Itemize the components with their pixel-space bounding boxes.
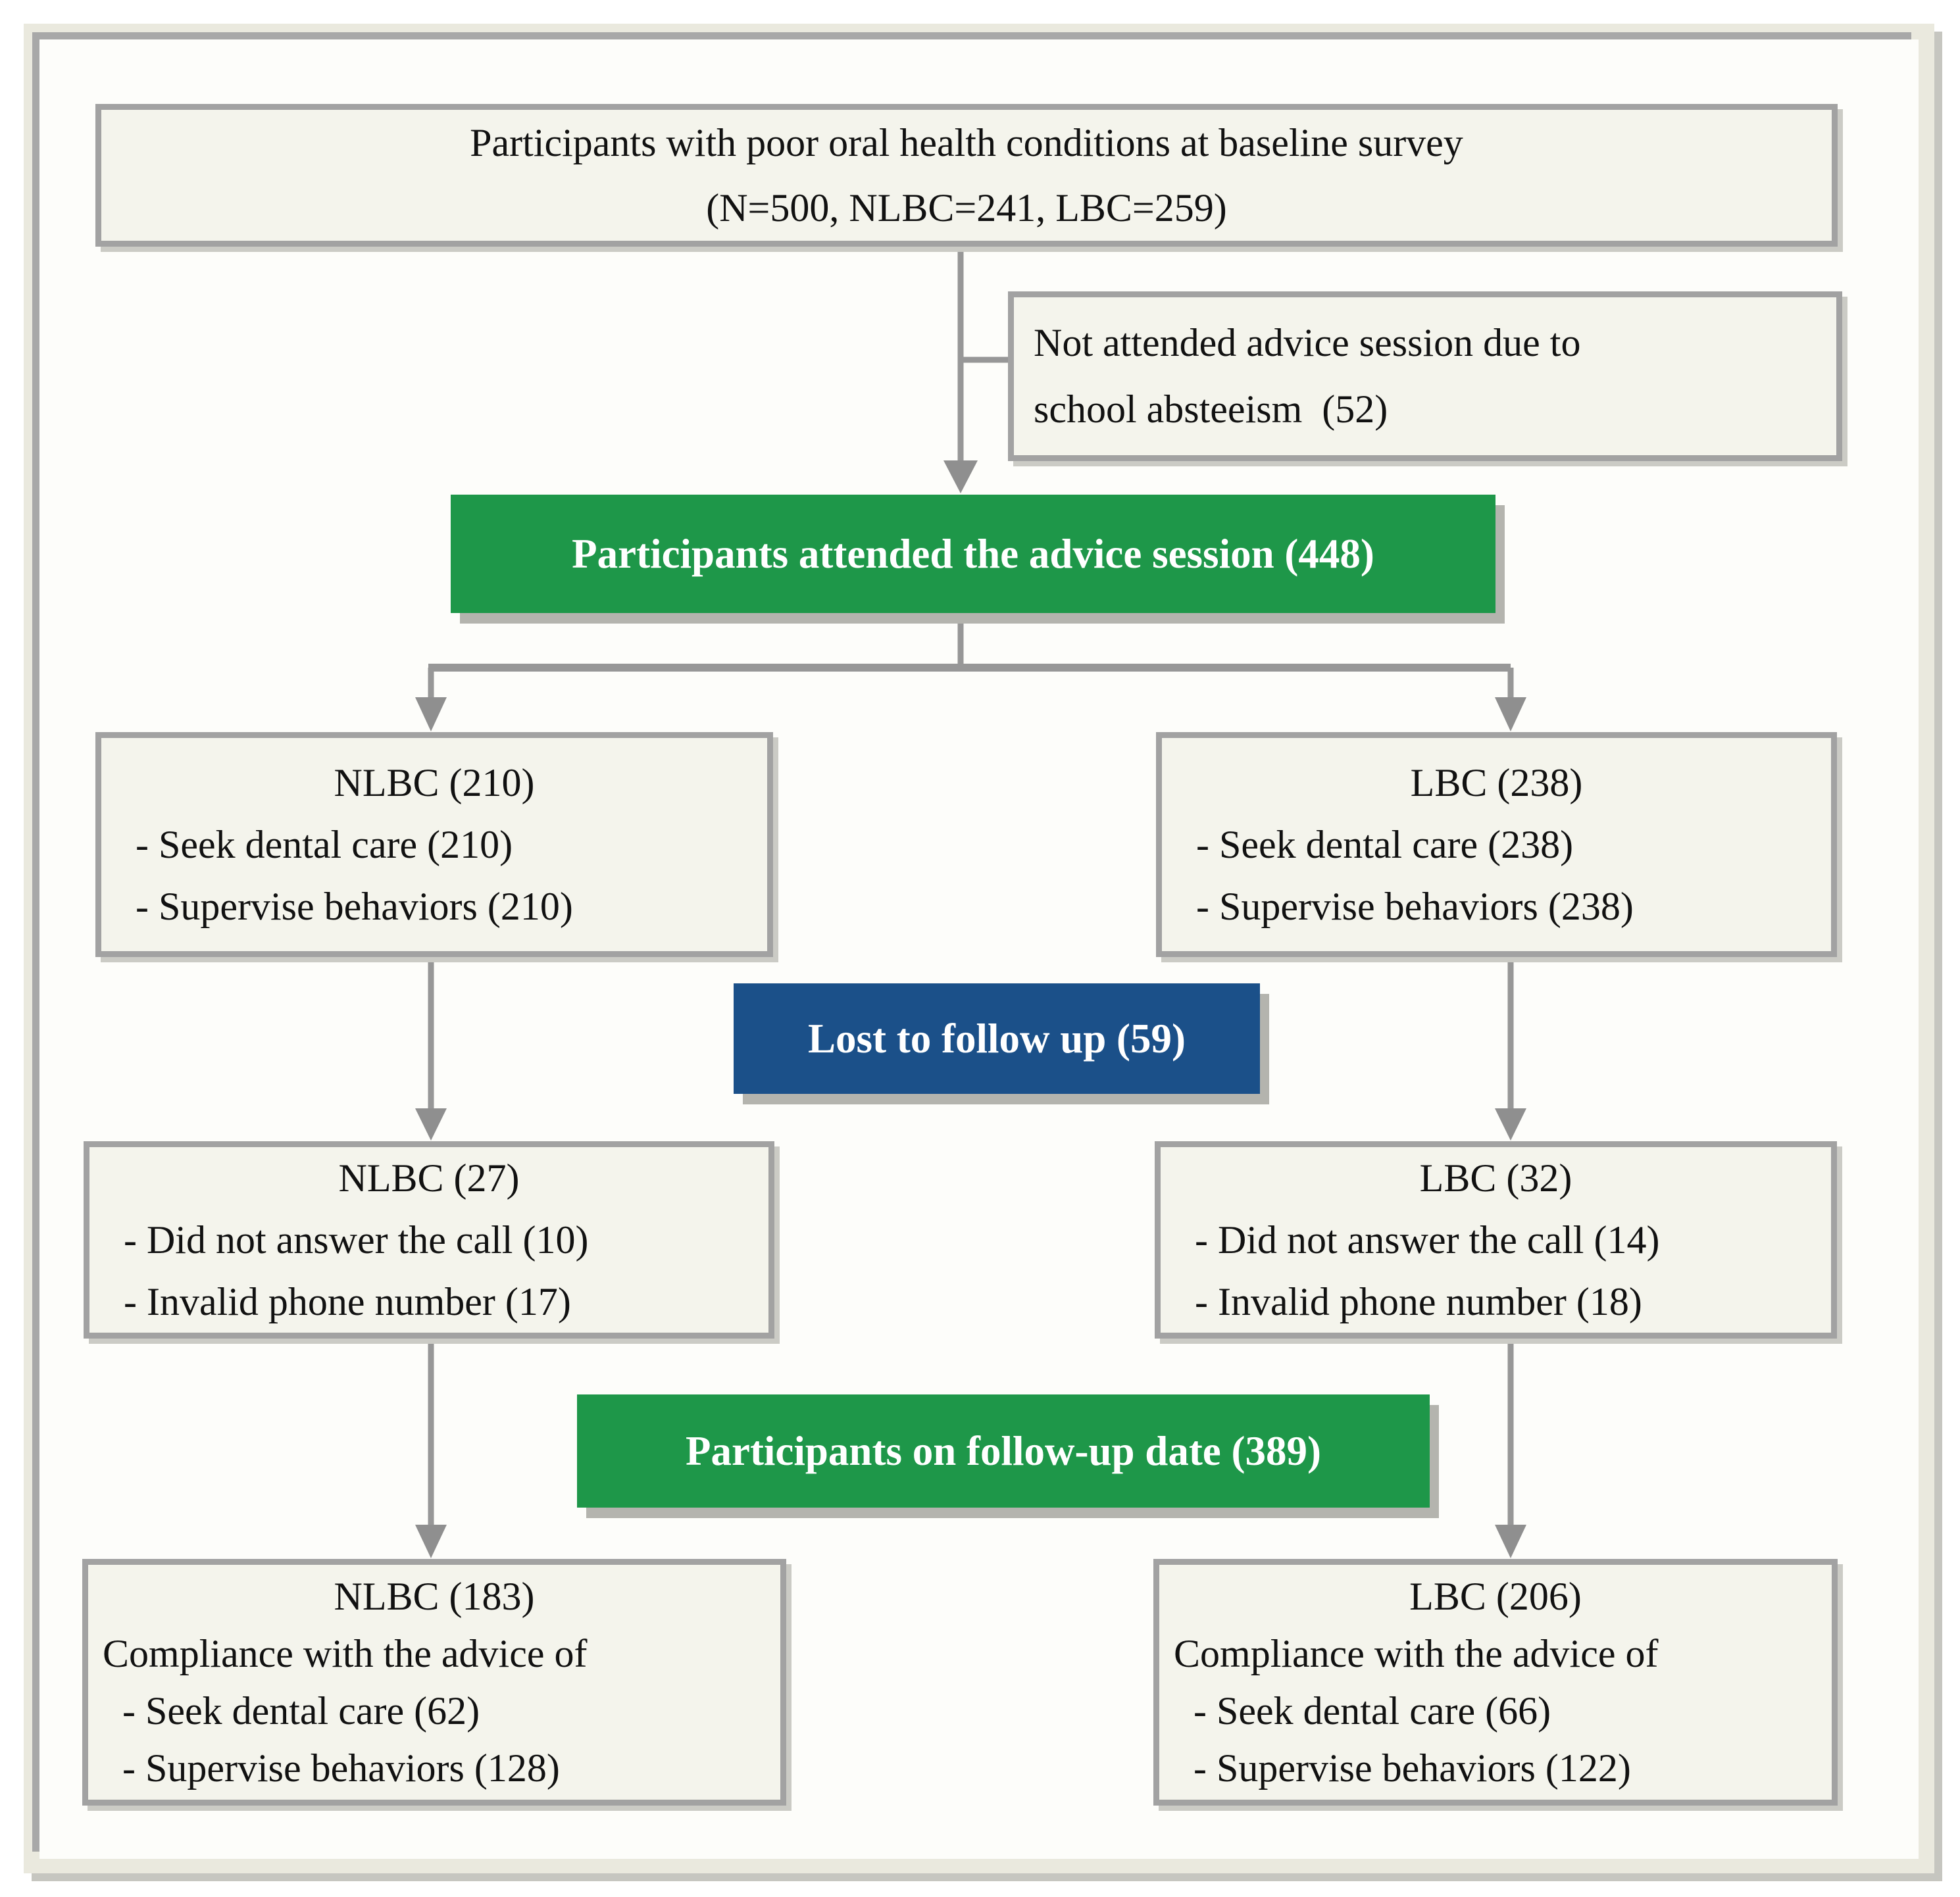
follow-up-date-label: Participants on follow-up date (389) xyxy=(686,1427,1321,1474)
lbc-attended-item: - Supervise behaviors (238) xyxy=(1196,885,1634,928)
lbc-lost-title: LBC (32) xyxy=(1419,1156,1572,1200)
arrowhead xyxy=(1495,1525,1526,1558)
box-nlbc-follow-up: NLBC (183) Compliance with the advice of… xyxy=(82,1559,786,1806)
lbc-follow-up-subtitle: Compliance with the advice of xyxy=(1174,1631,1659,1675)
nlbc-attended-title: NLBC (210) xyxy=(334,761,535,804)
box-not-attended: Not attended advice session due to schoo… xyxy=(1008,291,1842,461)
nlbc-lost-title: NLBC (27) xyxy=(338,1156,520,1200)
arrowhead xyxy=(415,1108,447,1141)
nlbc-attended-item: - Supervise behaviors (210) xyxy=(136,885,573,928)
box-lbc-attended: LBC (238) - Seek dental care (238) - Sup… xyxy=(1156,732,1837,957)
lbc-lost-item: - Did not answer the call (14) xyxy=(1195,1218,1660,1262)
nlbc-lost-item: - Invalid phone number (17) xyxy=(124,1280,571,1323)
box-attended-session: Participants attended the advice session… xyxy=(451,495,1495,613)
lbc-attended-item: - Seek dental care (238) xyxy=(1196,823,1574,866)
nlbc-follow-up-item: - Supervise behaviors (128) xyxy=(122,1746,560,1790)
arrowhead xyxy=(415,1525,447,1558)
arrowhead xyxy=(1495,1108,1526,1141)
nlbc-follow-up-title: NLBC (183) xyxy=(334,1574,535,1618)
box-lbc-lost: LBC (32) - Did not answer the call (14) … xyxy=(1155,1141,1837,1339)
nlbc-attended-item: - Seek dental care (210) xyxy=(136,823,513,866)
nlbc-lost-item: - Did not answer the call (10) xyxy=(124,1218,589,1262)
lbc-follow-up-item: - Seek dental care (66) xyxy=(1194,1688,1551,1733)
not-attended-line-2: school absteeism (52) xyxy=(1034,387,1388,431)
arrowhead xyxy=(415,697,447,731)
baseline-line-1: Participants with poor oral health condi… xyxy=(470,120,1463,164)
lost-to-follow-up-label: Lost to follow up (59) xyxy=(807,1015,1186,1062)
not-attended-line-1: Not attended advice session due to xyxy=(1034,321,1581,364)
box-nlbc-lost: NLBC (27) - Did not answer the call (10)… xyxy=(84,1141,774,1339)
box-baseline-participants: Participants with poor oral health condi… xyxy=(95,104,1838,247)
nlbc-follow-up-item: - Seek dental care (62) xyxy=(122,1688,480,1733)
box-lost-to-follow-up: Lost to follow up (59) xyxy=(734,983,1260,1094)
nlbc-follow-up-subtitle: Compliance with the advice of xyxy=(103,1631,588,1675)
box-follow-up-date: Participants on follow-up date (389) xyxy=(577,1394,1430,1508)
box-lbc-follow-up: LBC (206) Compliance with the advice of … xyxy=(1153,1559,1838,1806)
arrowhead xyxy=(1495,697,1526,731)
arrowhead xyxy=(943,460,978,493)
lbc-lost-item: - Invalid phone number (18) xyxy=(1195,1280,1642,1323)
box-nlbc-attended: NLBC (210) - Seek dental care (210) - Su… xyxy=(95,732,773,957)
baseline-line-2: (N=500, NLBC=241, LBC=259) xyxy=(706,185,1227,230)
attended-session-label: Participants attended the advice session… xyxy=(572,530,1374,577)
lbc-follow-up-title: LBC (206) xyxy=(1409,1574,1582,1618)
lbc-attended-title: LBC (238) xyxy=(1410,761,1583,804)
lbc-follow-up-item: - Supervise behaviors (122) xyxy=(1194,1746,1631,1790)
